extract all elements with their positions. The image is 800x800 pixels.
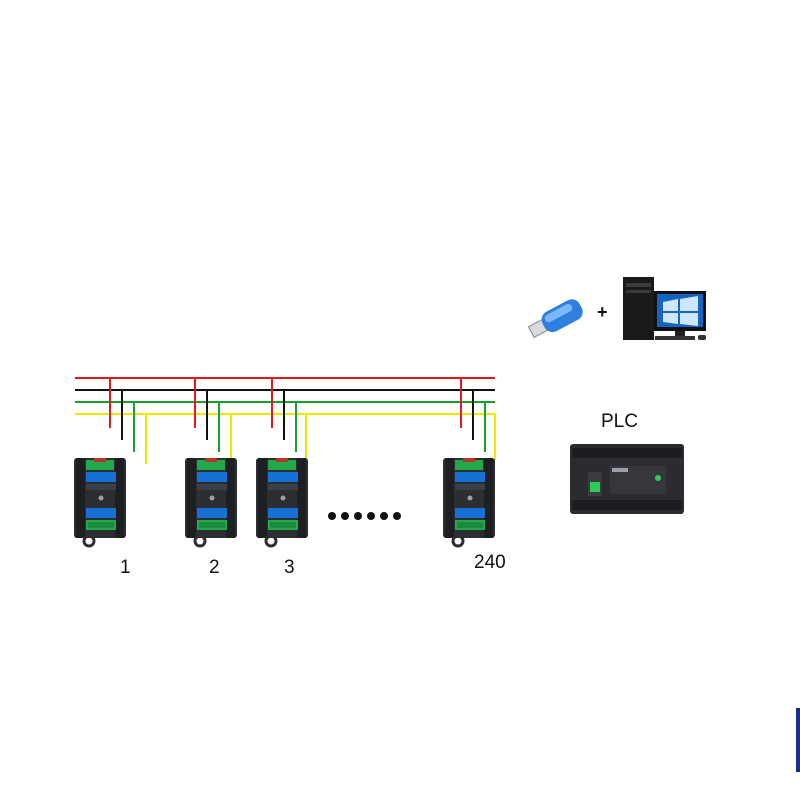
relay-module-240 xyxy=(441,456,497,548)
relay-module-2 xyxy=(183,456,239,548)
module-number-label: 1 xyxy=(120,557,131,578)
edge-accent-bar xyxy=(796,708,800,772)
ellipsis-dots xyxy=(328,512,401,520)
module-number-label: 2 xyxy=(209,557,220,578)
plc-label: PLC xyxy=(601,411,638,432)
computer-icon xyxy=(623,277,706,340)
module-number-label: 3 xyxy=(284,557,295,578)
relay-module-1 xyxy=(72,456,128,548)
plc-device-icon xyxy=(570,444,684,514)
relay-module-3 xyxy=(254,456,310,548)
module-drops xyxy=(109,378,496,464)
plus-sign: + xyxy=(597,302,608,322)
module-number-label: 240 xyxy=(474,552,506,573)
usb-converter-icon xyxy=(527,299,583,339)
